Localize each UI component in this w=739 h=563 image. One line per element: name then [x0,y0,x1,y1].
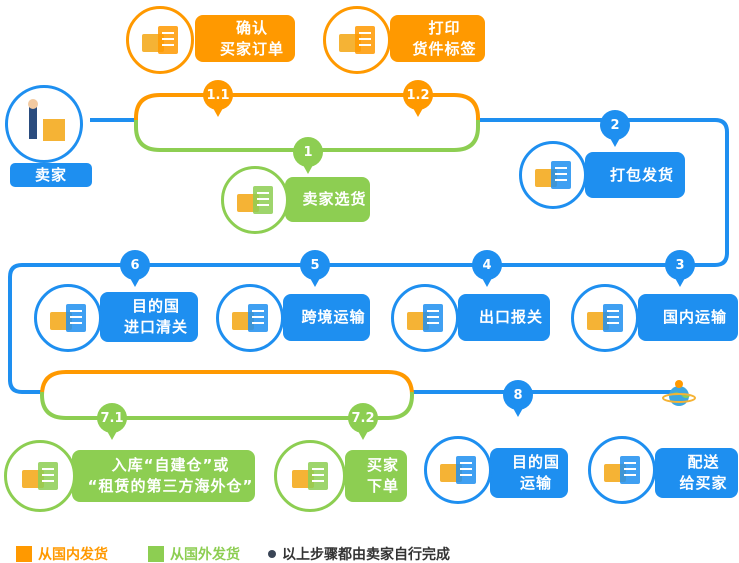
legend-overseas-label: 从国外发货 [170,547,240,563]
order-list-icon [292,462,328,490]
legend-note: 以上步骤都由卖家自行完成 [268,544,450,563]
step-label: 跨境运输 [283,294,370,341]
step-illustration [588,436,656,504]
step-number-marker: 1 [293,137,323,174]
step-illustration [571,284,639,352]
step-number-marker: 1.1 [203,80,233,117]
picking-goods-icon [237,186,273,214]
warehouse-icon [22,462,58,490]
step-label: 国内运输 [638,294,738,341]
plane-ship-icon [232,304,268,332]
step-label: 买家 下单 [345,450,407,502]
step-number-marker: 2 [600,110,630,147]
step-illustration [126,6,194,74]
step-label: 确认 买家订单 [195,15,295,62]
delivery-handover-icon [604,456,640,484]
step-number-marker: 7.1 [97,403,127,440]
step-number-marker: 4 [472,250,502,287]
step-label: 打包发货 [585,152,685,198]
step-label: 目的国 进口清关 [100,292,198,342]
packing-cart-icon [535,161,571,189]
step-illustration [519,141,587,209]
legend-domestic: 从国内发货 [16,544,108,563]
step-illustration [274,440,346,512]
step-label: 卖家选货 [285,177,370,222]
seller-label: 卖家 [10,163,92,187]
step-illustration [4,440,76,512]
legend-note-label: 以上步骤都由卖家自行完成 [282,547,450,563]
step-number-marker: 5 [300,250,330,287]
legend-overseas: 从国外发货 [148,544,240,563]
step-illustration [323,6,391,74]
legend-domestic-label: 从国内发货 [38,547,108,563]
seller-boxes-icon [28,99,65,141]
step-number-marker: 8 [503,380,533,417]
truck-icon [587,304,623,332]
step-illustration [221,166,289,234]
step-number-marker: 3 [665,250,695,287]
step-number-marker: 7.2 [348,403,378,440]
step-number-marker: 6 [120,250,150,287]
orange-swatch [16,546,32,562]
step-label: 出口报关 [458,294,550,341]
seller-illustration [5,85,83,163]
step-label: 打印 货件标签 [390,15,485,62]
green-swatch [148,546,164,562]
order-checklist-icon [142,26,178,54]
globe-icon [662,378,696,408]
step-illustration [424,436,492,504]
step-label: 配送 给买家 [655,448,738,498]
clearance-office-icon [50,304,86,332]
step-number-marker: 1.2 [403,80,433,117]
label-printer-icon [339,26,375,54]
customs-desk-icon [407,304,443,332]
step-illustration [216,284,284,352]
truck-icon [440,456,476,484]
step-label: 目的国 运输 [490,448,568,498]
step-label: 入库“自建仓”或 “租赁的第三方海外仓” [72,450,255,502]
step-illustration [34,284,102,352]
bullet-icon [268,550,276,558]
step-illustration [391,284,459,352]
